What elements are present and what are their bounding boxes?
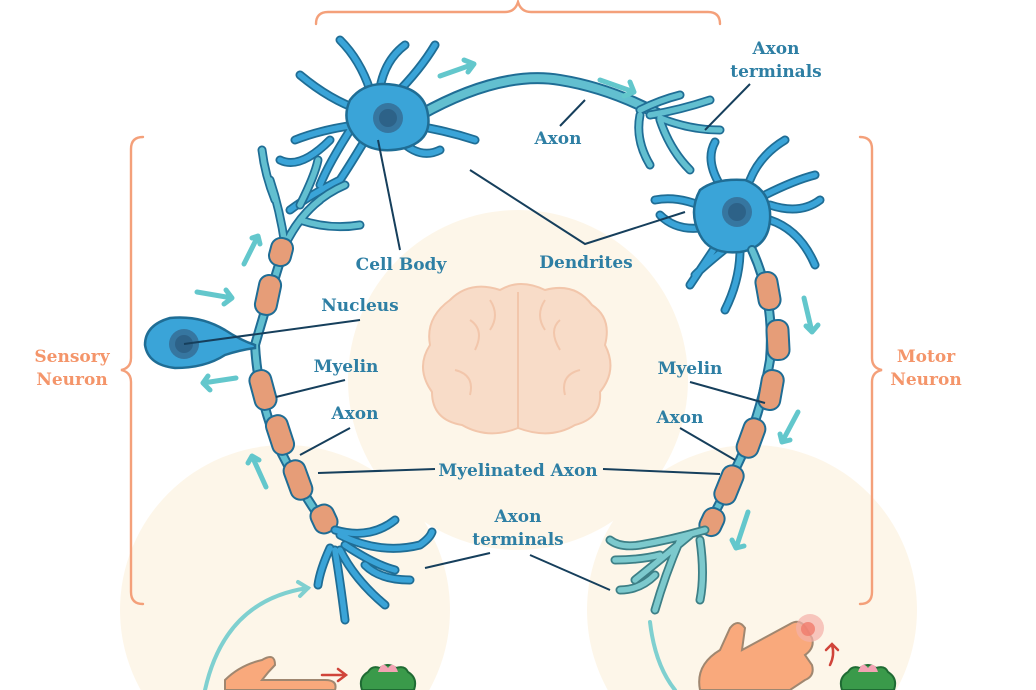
label-myelin-left: Myelin <box>314 357 379 377</box>
motor-brace <box>858 135 883 606</box>
leader-lines <box>183 83 766 591</box>
sensory-brace <box>120 135 145 606</box>
top-brace <box>314 0 722 26</box>
background-circle-right <box>587 445 917 690</box>
pain-arrow-left <box>320 667 349 683</box>
label-cell-body: Cell Body <box>356 255 448 275</box>
motor-cell-dendrites <box>650 135 825 315</box>
motor-axon-terminals <box>605 525 710 615</box>
label-myelin-right: Myelin <box>658 359 723 379</box>
sensory-label-line1: Sensory <box>34 347 110 367</box>
label-axon-terminals-bottom-1: Axon <box>493 507 541 527</box>
label-myelinated-axon: Myelinated Axon <box>438 461 597 481</box>
motor-label-line2: Neuron <box>890 370 961 390</box>
label-axon-left: Axon <box>330 404 378 424</box>
motor-myelinated-axon <box>698 245 791 538</box>
label-nucleus: Nucleus <box>321 296 398 316</box>
sensory-axon-terminals <box>313 515 437 625</box>
sensory-dendrites <box>257 145 365 250</box>
label-axon-top: Axon <box>533 129 581 149</box>
signal-arrows <box>194 57 821 551</box>
label-axon-terminals-top-2: terminals <box>730 62 821 82</box>
label-axon-terminals-bottom-2: terminals <box>472 530 563 550</box>
label-dendrites: Dendrites <box>539 253 632 273</box>
top-cell-dendrites <box>275 35 480 215</box>
sensory-label-line2: Neuron <box>36 370 107 390</box>
motor-label-line1: Motor <box>897 347 956 367</box>
cactus-icon-left <box>359 664 417 690</box>
pain-arrow-right <box>824 642 840 667</box>
hand-icon-left <box>224 655 337 690</box>
top-axon-terminals <box>634 90 725 175</box>
label-axon-terminals-top-1: Axon <box>751 39 799 59</box>
label-axon-right: Axon <box>655 408 703 428</box>
cactus-icon-right <box>839 664 897 690</box>
background-circle-left <box>120 445 450 690</box>
brain-icon <box>422 283 612 435</box>
motor-reflex-arc <box>648 620 677 690</box>
sensory-reflex-arc <box>203 586 310 690</box>
sensory-myelinated-axon <box>248 236 339 535</box>
